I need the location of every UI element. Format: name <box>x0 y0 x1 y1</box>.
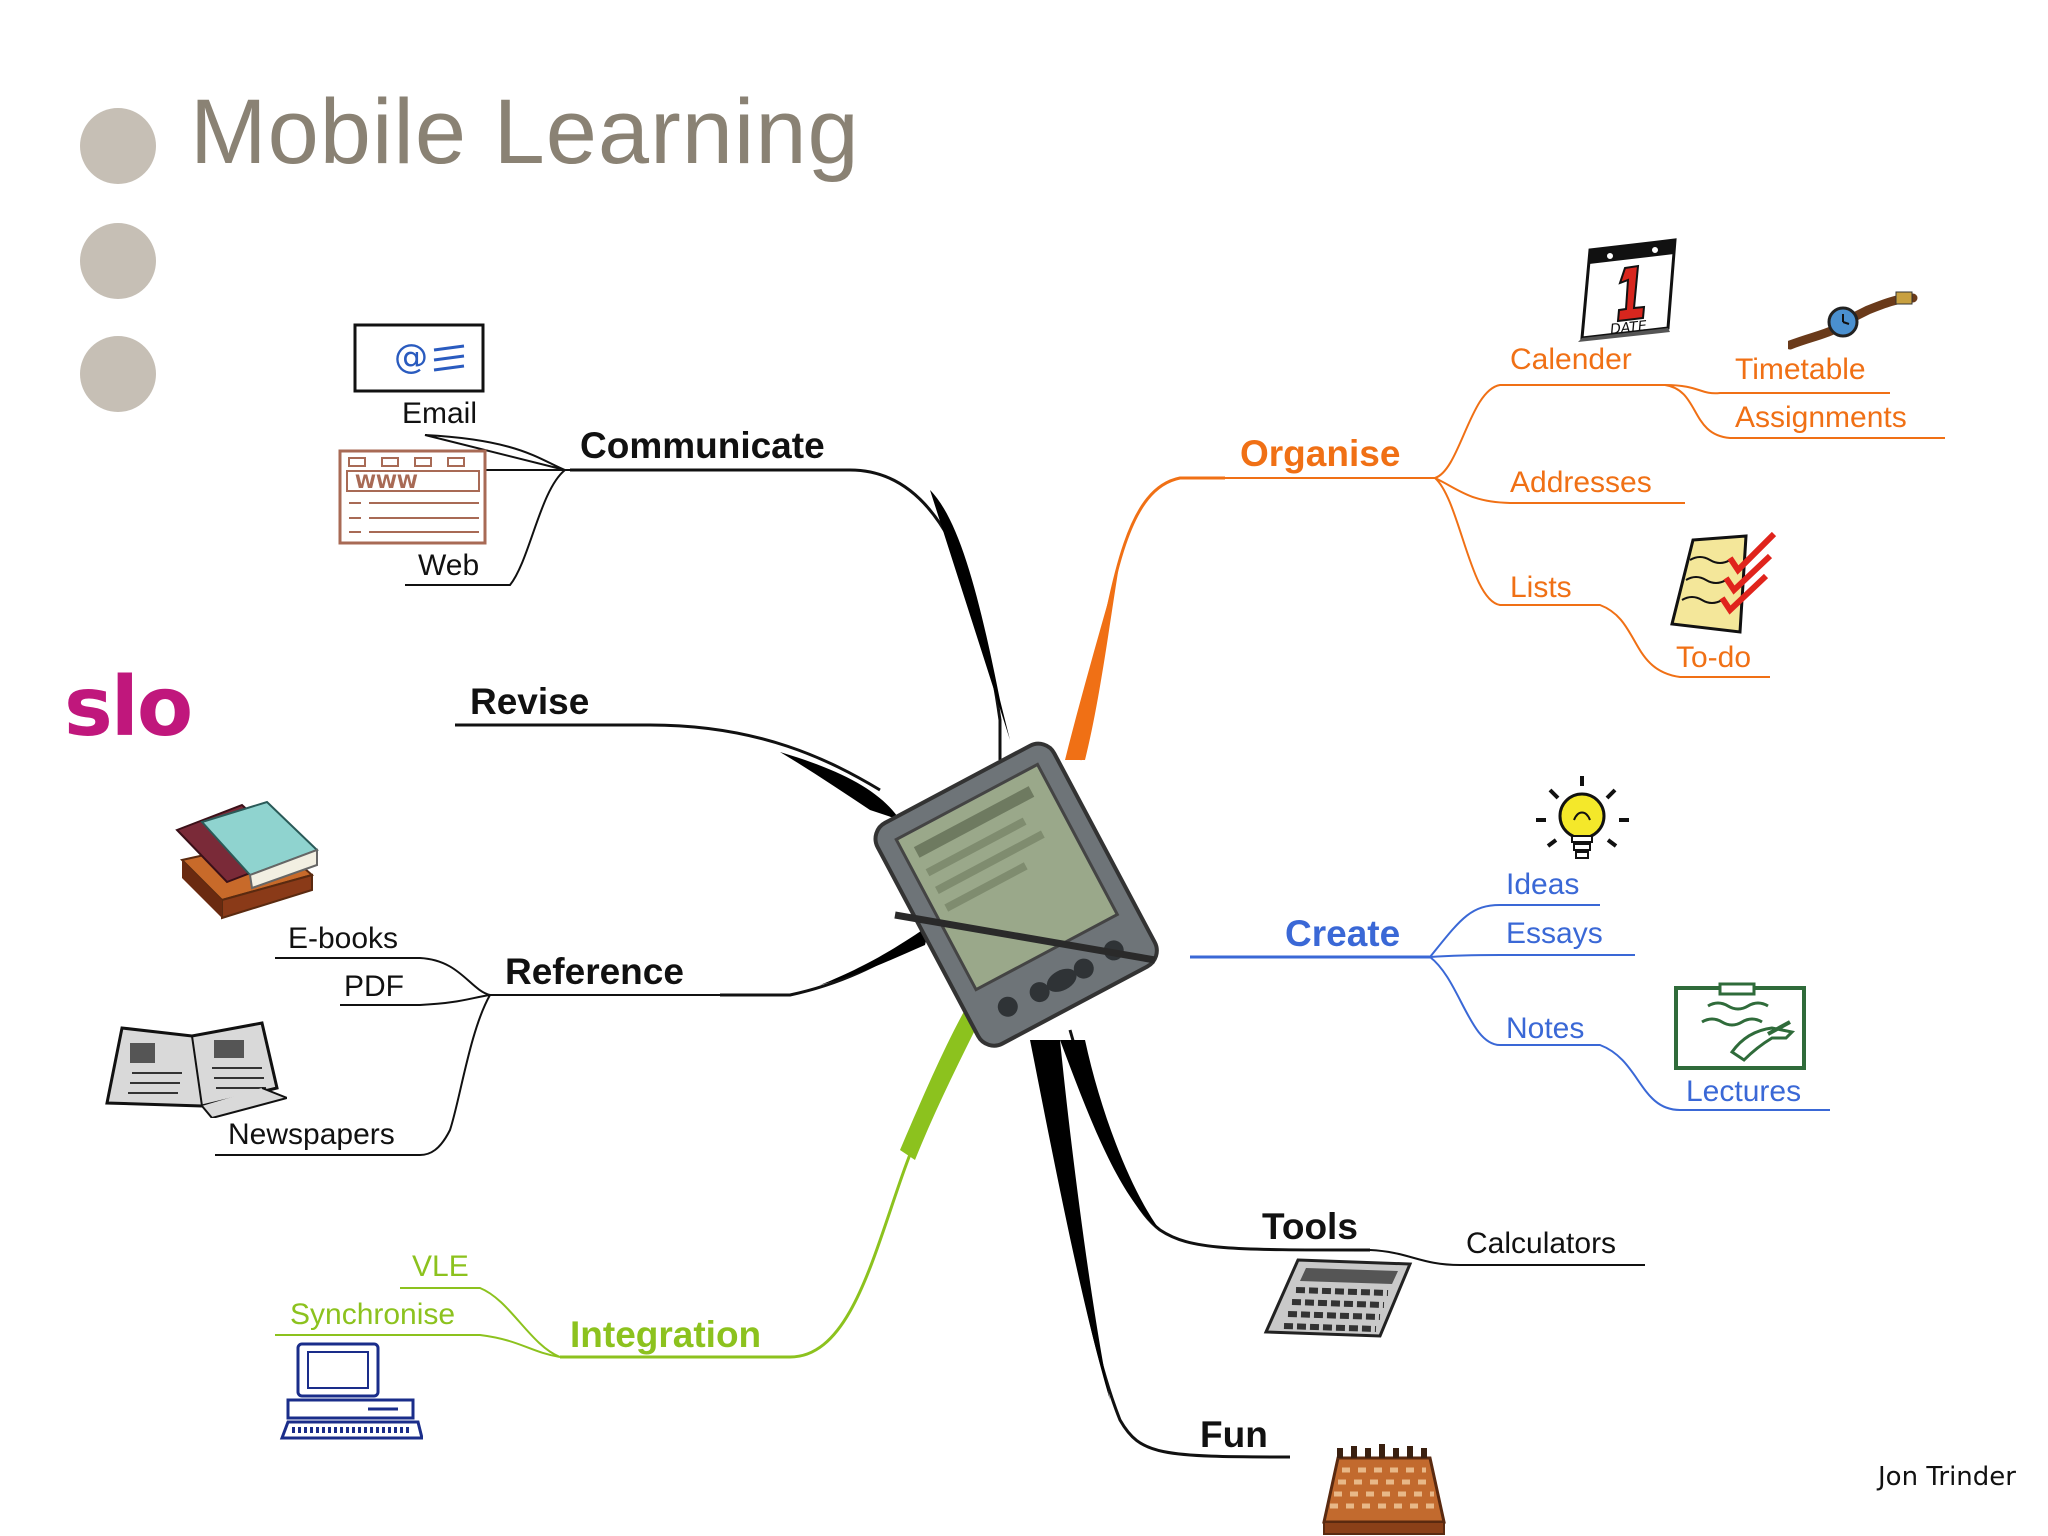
bullet-2 <box>80 223 156 299</box>
node-essays: Essays <box>1506 917 1603 950</box>
node-e-books: E-books <box>288 922 399 955</box>
branch-organise: Organise <box>1240 433 1401 474</box>
node-synchronise: Synchronise <box>290 1298 456 1331</box>
node-vle: VLE <box>412 1250 469 1283</box>
node-calender: Calender <box>1510 343 1632 376</box>
node-addresses: Addresses <box>1510 466 1652 499</box>
node-ideas: Ideas <box>1506 868 1580 901</box>
pda-handheld-icon <box>873 741 1159 1048</box>
branch-integration: Integration <box>570 1314 762 1355</box>
svg-text:@: @ <box>394 337 428 377</box>
slo-logo: slo <box>64 660 193 755</box>
chessboard-icon <box>1322 1444 1446 1535</box>
node-web: Web <box>418 549 480 582</box>
node-lectures: Lectures <box>1686 1075 1802 1108</box>
branch-tools: Tools <box>1262 1206 1358 1247</box>
node-timetable: Timetable <box>1735 353 1866 386</box>
lightbulb-icon <box>1536 776 1629 859</box>
slide-title: Mobile Learning <box>190 81 860 183</box>
calendar-icon: DATE <box>1578 238 1677 342</box>
node-pdf: PDF <box>344 970 404 1003</box>
todo-list-icon <box>1670 532 1777 634</box>
branch-communicate: Communicate <box>580 425 825 466</box>
calculator-icon <box>1263 1258 1413 1338</box>
node-assignments: Assignments <box>1735 401 1907 434</box>
node-calculators: Calculators <box>1466 1227 1617 1260</box>
wristwatch-icon <box>1788 291 1918 350</box>
author-credit: Jon Trinder <box>1878 1462 2016 1492</box>
web-icon: WWW <box>338 449 487 545</box>
computer-icon <box>279 1342 423 1440</box>
bullet-1 <box>80 108 156 184</box>
branch-revise: Revise <box>470 681 590 722</box>
node-to-do: To-do <box>1676 641 1752 674</box>
node-lists: Lists <box>1510 571 1572 604</box>
branch-reference: Reference <box>505 951 684 992</box>
newspaper-icon <box>105 1021 287 1118</box>
email-icon: @ <box>353 323 485 393</box>
node-email: Email <box>402 397 478 430</box>
branch-create: Create <box>1285 913 1401 954</box>
clipboard-icon <box>1674 982 1806 1070</box>
svg-text:WWW: WWW <box>355 471 418 493</box>
node-newspapers: Newspapers <box>228 1118 395 1151</box>
bullet-3 <box>80 336 156 412</box>
node-notes: Notes <box>1506 1012 1585 1045</box>
books-icon <box>175 800 319 920</box>
branch-fun: Fun <box>1200 1414 1268 1455</box>
